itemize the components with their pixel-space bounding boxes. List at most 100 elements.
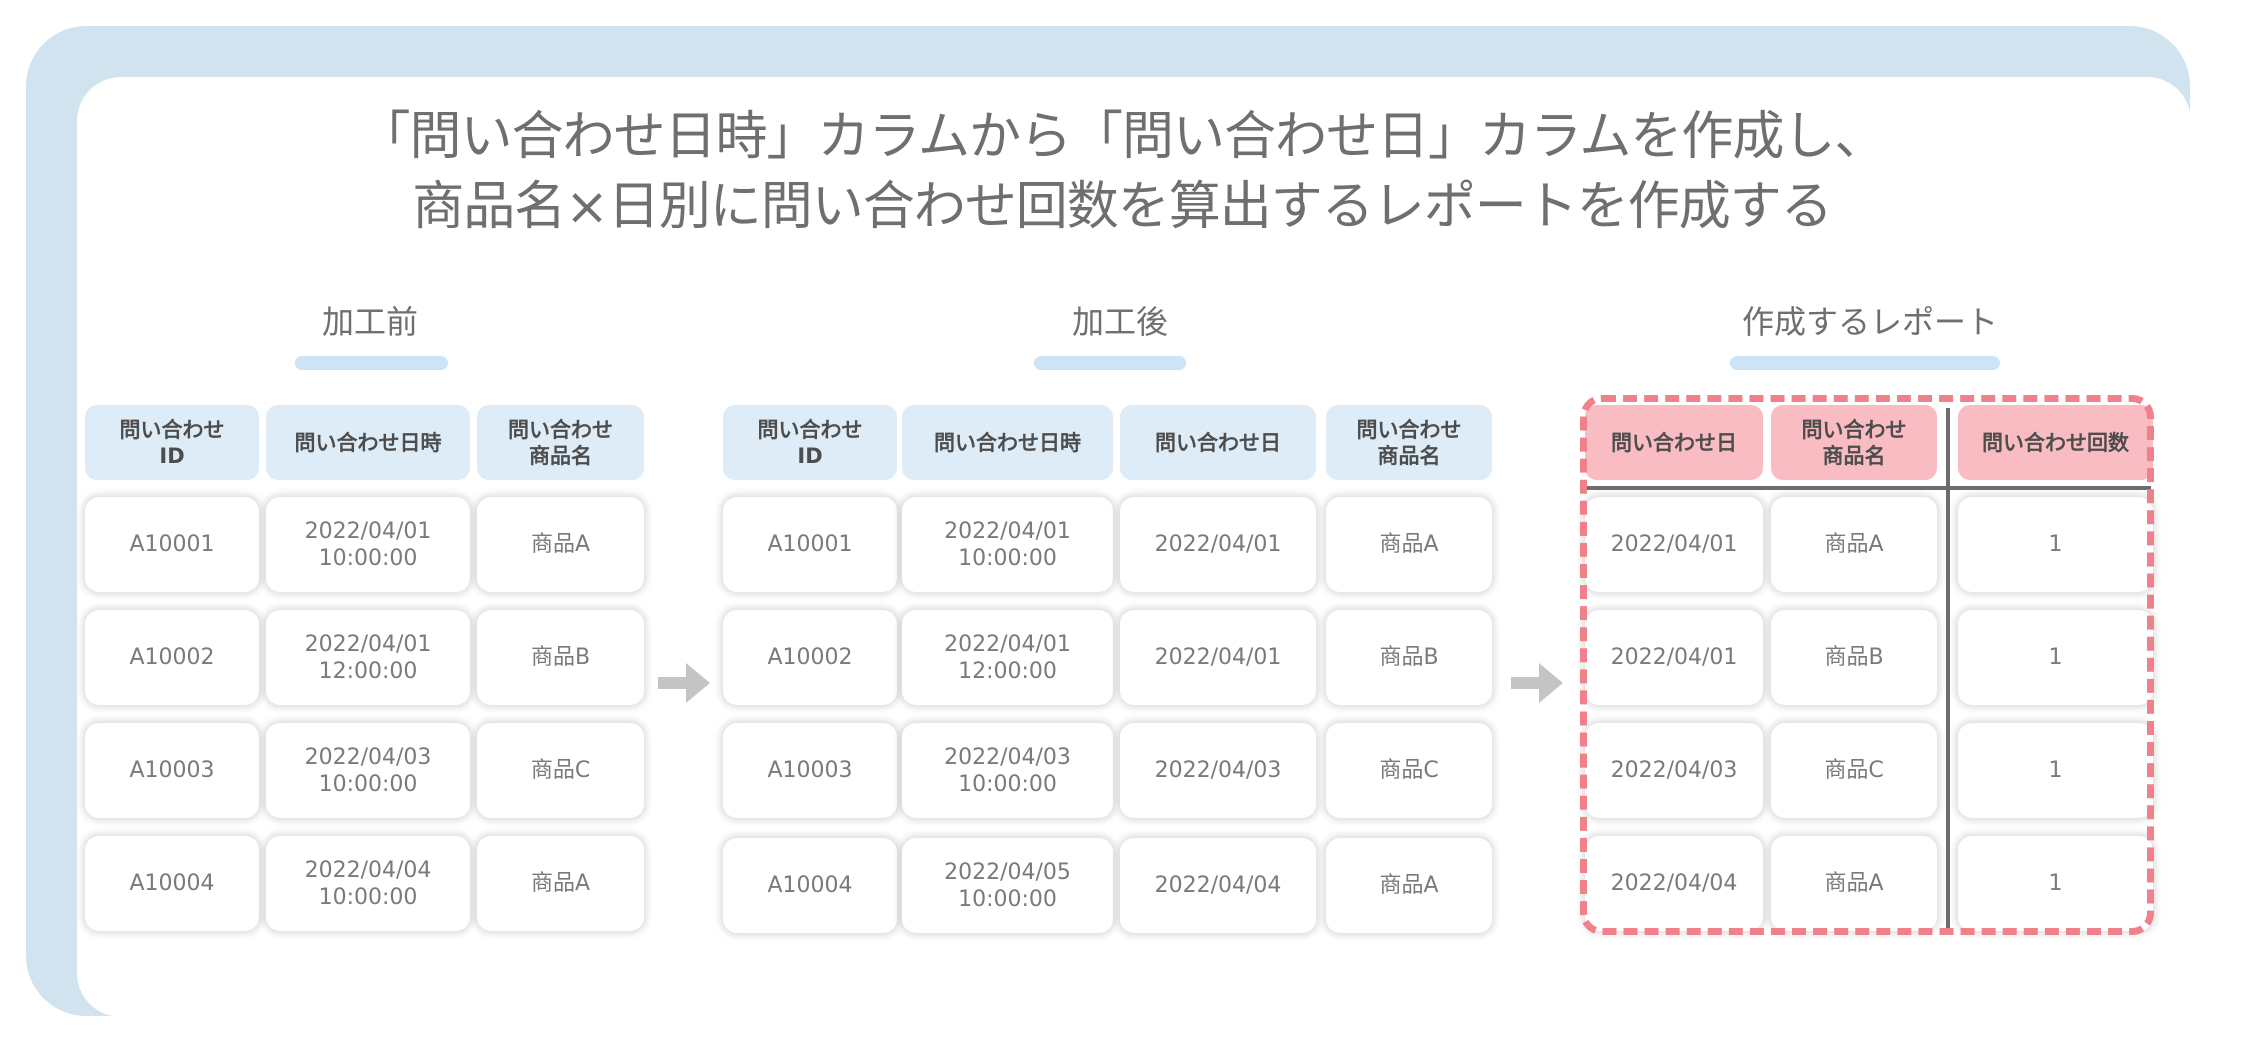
after-table-cell-value: 2022/04/01 10:00:00 <box>944 518 1071 571</box>
after-heading: 加工後 <box>1071 303 1168 341</box>
report-table-cell: 2022/04/01 <box>1585 497 1763 592</box>
after-column-header-label: 問い合わせ ID <box>757 417 863 468</box>
report-highlight-border <box>1580 395 2154 935</box>
report-table-cell: 1 <box>1958 497 2153 592</box>
before-table-cell: 商品A <box>477 836 644 931</box>
report-table-cell: 商品B <box>1771 610 1937 705</box>
title-line-2: 商品名×日別に問い合わせ回数を算出するレポートを作成する <box>412 177 1833 237</box>
after-table-cell-value: 商品B <box>1379 645 1439 670</box>
report-table-cell-value: 商品A <box>1824 532 1884 557</box>
before-table-cell: A10001 <box>85 497 259 592</box>
after-table-cell-value: 2022/04/01 <box>1154 645 1282 670</box>
after-table-cell-value: 2022/04/01 <box>1154 532 1282 557</box>
before-column-header: 問い合わせ 商品名 <box>477 405 644 480</box>
before-table-cell-value: 2022/04/01 10:00:00 <box>304 518 432 571</box>
before-table-cell: A10003 <box>85 723 259 818</box>
before-table-cell-value: 2022/04/03 10:00:00 <box>304 744 432 797</box>
after-column-header-label: 問い合わせ 商品名 <box>1356 417 1462 468</box>
report-table-cell-value: 2022/04/03 <box>1610 758 1738 783</box>
report-table-cell-value: 商品A <box>1824 871 1884 896</box>
report-table-cell: 2022/04/01 <box>1585 610 1763 705</box>
report-table-cell: 2022/04/03 <box>1585 723 1763 818</box>
before-table-cell: 2022/04/01 10:00:00 <box>266 497 470 592</box>
before-table-cell: 商品A <box>477 497 644 592</box>
before-table-cell-value: A10004 <box>129 871 215 896</box>
before-column-header-label: 問い合わせ日時 <box>294 430 442 455</box>
after-heading-underline <box>1034 356 1186 370</box>
report-column-header-label: 問い合わせ回数 <box>1982 430 2129 455</box>
before-table-cell: 2022/04/04 10:00:00 <box>266 836 470 931</box>
report-heading: 作成するレポート <box>1741 303 1998 341</box>
right-arrow-icon <box>1511 663 1563 703</box>
report-table-cell-value: 2022/04/01 <box>1610 645 1738 670</box>
report-table-cell-value: 商品C <box>1824 758 1884 783</box>
report-heading-underline <box>1730 356 2000 370</box>
after-table-cell-value: 商品A <box>1379 873 1439 898</box>
before-table-cell-value: A10001 <box>129 532 215 557</box>
report-table-cell-value: 1 <box>2048 645 2063 670</box>
report-column-header: 問い合わせ回数 <box>1958 405 2153 480</box>
after-table-cell: 2022/04/05 10:00:00 <box>902 838 1113 933</box>
after-table-cell: 2022/04/01 <box>1120 497 1316 592</box>
report-column-header: 問い合わせ日 <box>1585 405 1763 480</box>
after-table-cell-value: 2022/04/05 10:00:00 <box>944 859 1071 912</box>
after-table-cell-value: A10002 <box>767 645 853 670</box>
after-table-cell: 2022/04/03 <box>1120 723 1316 818</box>
report-column-header: 問い合わせ 商品名 <box>1771 405 1937 480</box>
after-table-cell: A10004 <box>723 838 897 933</box>
after-table-cell: 商品A <box>1326 497 1492 592</box>
after-table-cell: 商品C <box>1326 723 1492 818</box>
right-arrow-icon <box>658 663 710 703</box>
after-table-cell-value: 2022/04/01 12:00:00 <box>944 631 1071 684</box>
before-table-cell: 商品B <box>477 610 644 705</box>
after-table-cell: 商品B <box>1326 610 1492 705</box>
before-table-cell: 2022/04/03 10:00:00 <box>266 723 470 818</box>
after-table-cell: A10002 <box>723 610 897 705</box>
after-column-header: 問い合わせ日時 <box>902 405 1113 480</box>
report-column-header-label: 問い合わせ日 <box>1611 430 1737 455</box>
before-table-cell-value: A10002 <box>129 645 215 670</box>
report-column-divider <box>1946 408 1950 928</box>
report-table-cell-value: 商品B <box>1824 645 1884 670</box>
after-table-cell: 2022/04/01 12:00:00 <box>902 610 1113 705</box>
before-table-cell-value: 商品A <box>530 532 591 557</box>
before-column-header: 問い合わせ日時 <box>266 405 470 480</box>
before-column-header-label: 問い合わせ 商品名 <box>508 417 613 468</box>
before-table-cell: 商品C <box>477 723 644 818</box>
after-column-header: 問い合わせ ID <box>723 405 897 480</box>
report-table-cell: 1 <box>1958 723 2153 818</box>
report-table-cell: 商品A <box>1771 497 1937 592</box>
after-table-cell-value: A10001 <box>767 532 853 557</box>
after-table-cell: 商品A <box>1326 838 1492 933</box>
after-table-cell-value: 2022/04/03 10:00:00 <box>944 744 1071 797</box>
report-table-cell-value: 2022/04/04 <box>1610 871 1738 896</box>
before-table-cell-value: 2022/04/04 10:00:00 <box>304 857 432 910</box>
report-table-cell: 1 <box>1958 610 2153 705</box>
after-table-cell-value: A10003 <box>767 758 853 783</box>
after-table-cell: 2022/04/04 <box>1120 838 1316 933</box>
before-table-cell: A10004 <box>85 836 259 931</box>
before-table-cell-value: 商品C <box>530 758 591 783</box>
page-title: 「問い合わせ日時」カラムから「問い合わせ日」カラムを作成し、 商品名×日別に問い… <box>0 102 2244 242</box>
after-column-header-label: 問い合わせ日時 <box>934 430 1081 455</box>
before-table-cell: 2022/04/01 12:00:00 <box>266 610 470 705</box>
report-table-cell-value: 1 <box>2048 532 2063 557</box>
report-table-cell: 商品A <box>1771 836 1937 931</box>
report-table-cell: 商品C <box>1771 723 1937 818</box>
after-table-cell-value: 商品A <box>1379 532 1439 557</box>
after-column-header: 問い合わせ日 <box>1120 405 1316 480</box>
after-table-cell: 2022/04/01 10:00:00 <box>902 497 1113 592</box>
after-table-cell-value: A10004 <box>767 873 853 898</box>
before-heading: 加工前 <box>321 303 418 341</box>
report-table-cell: 1 <box>1958 836 2153 931</box>
before-table-cell-value: 2022/04/01 12:00:00 <box>304 631 432 684</box>
title-line-1: 「問い合わせ日時」カラムから「問い合わせ日」カラムを作成し、 <box>358 107 1887 167</box>
report-column-header-label: 問い合わせ 商品名 <box>1801 417 1907 468</box>
report-table-cell-value: 1 <box>2048 871 2063 896</box>
after-table-cell-value: 商品C <box>1379 758 1439 783</box>
report-table-cell-value: 1 <box>2048 758 2063 783</box>
before-column-header-label: 問い合わせ ID <box>119 417 225 468</box>
after-column-header-label: 問い合わせ日 <box>1155 430 1281 455</box>
report-table-cell: 2022/04/04 <box>1585 836 1763 931</box>
after-table-cell: 2022/04/03 10:00:00 <box>902 723 1113 818</box>
